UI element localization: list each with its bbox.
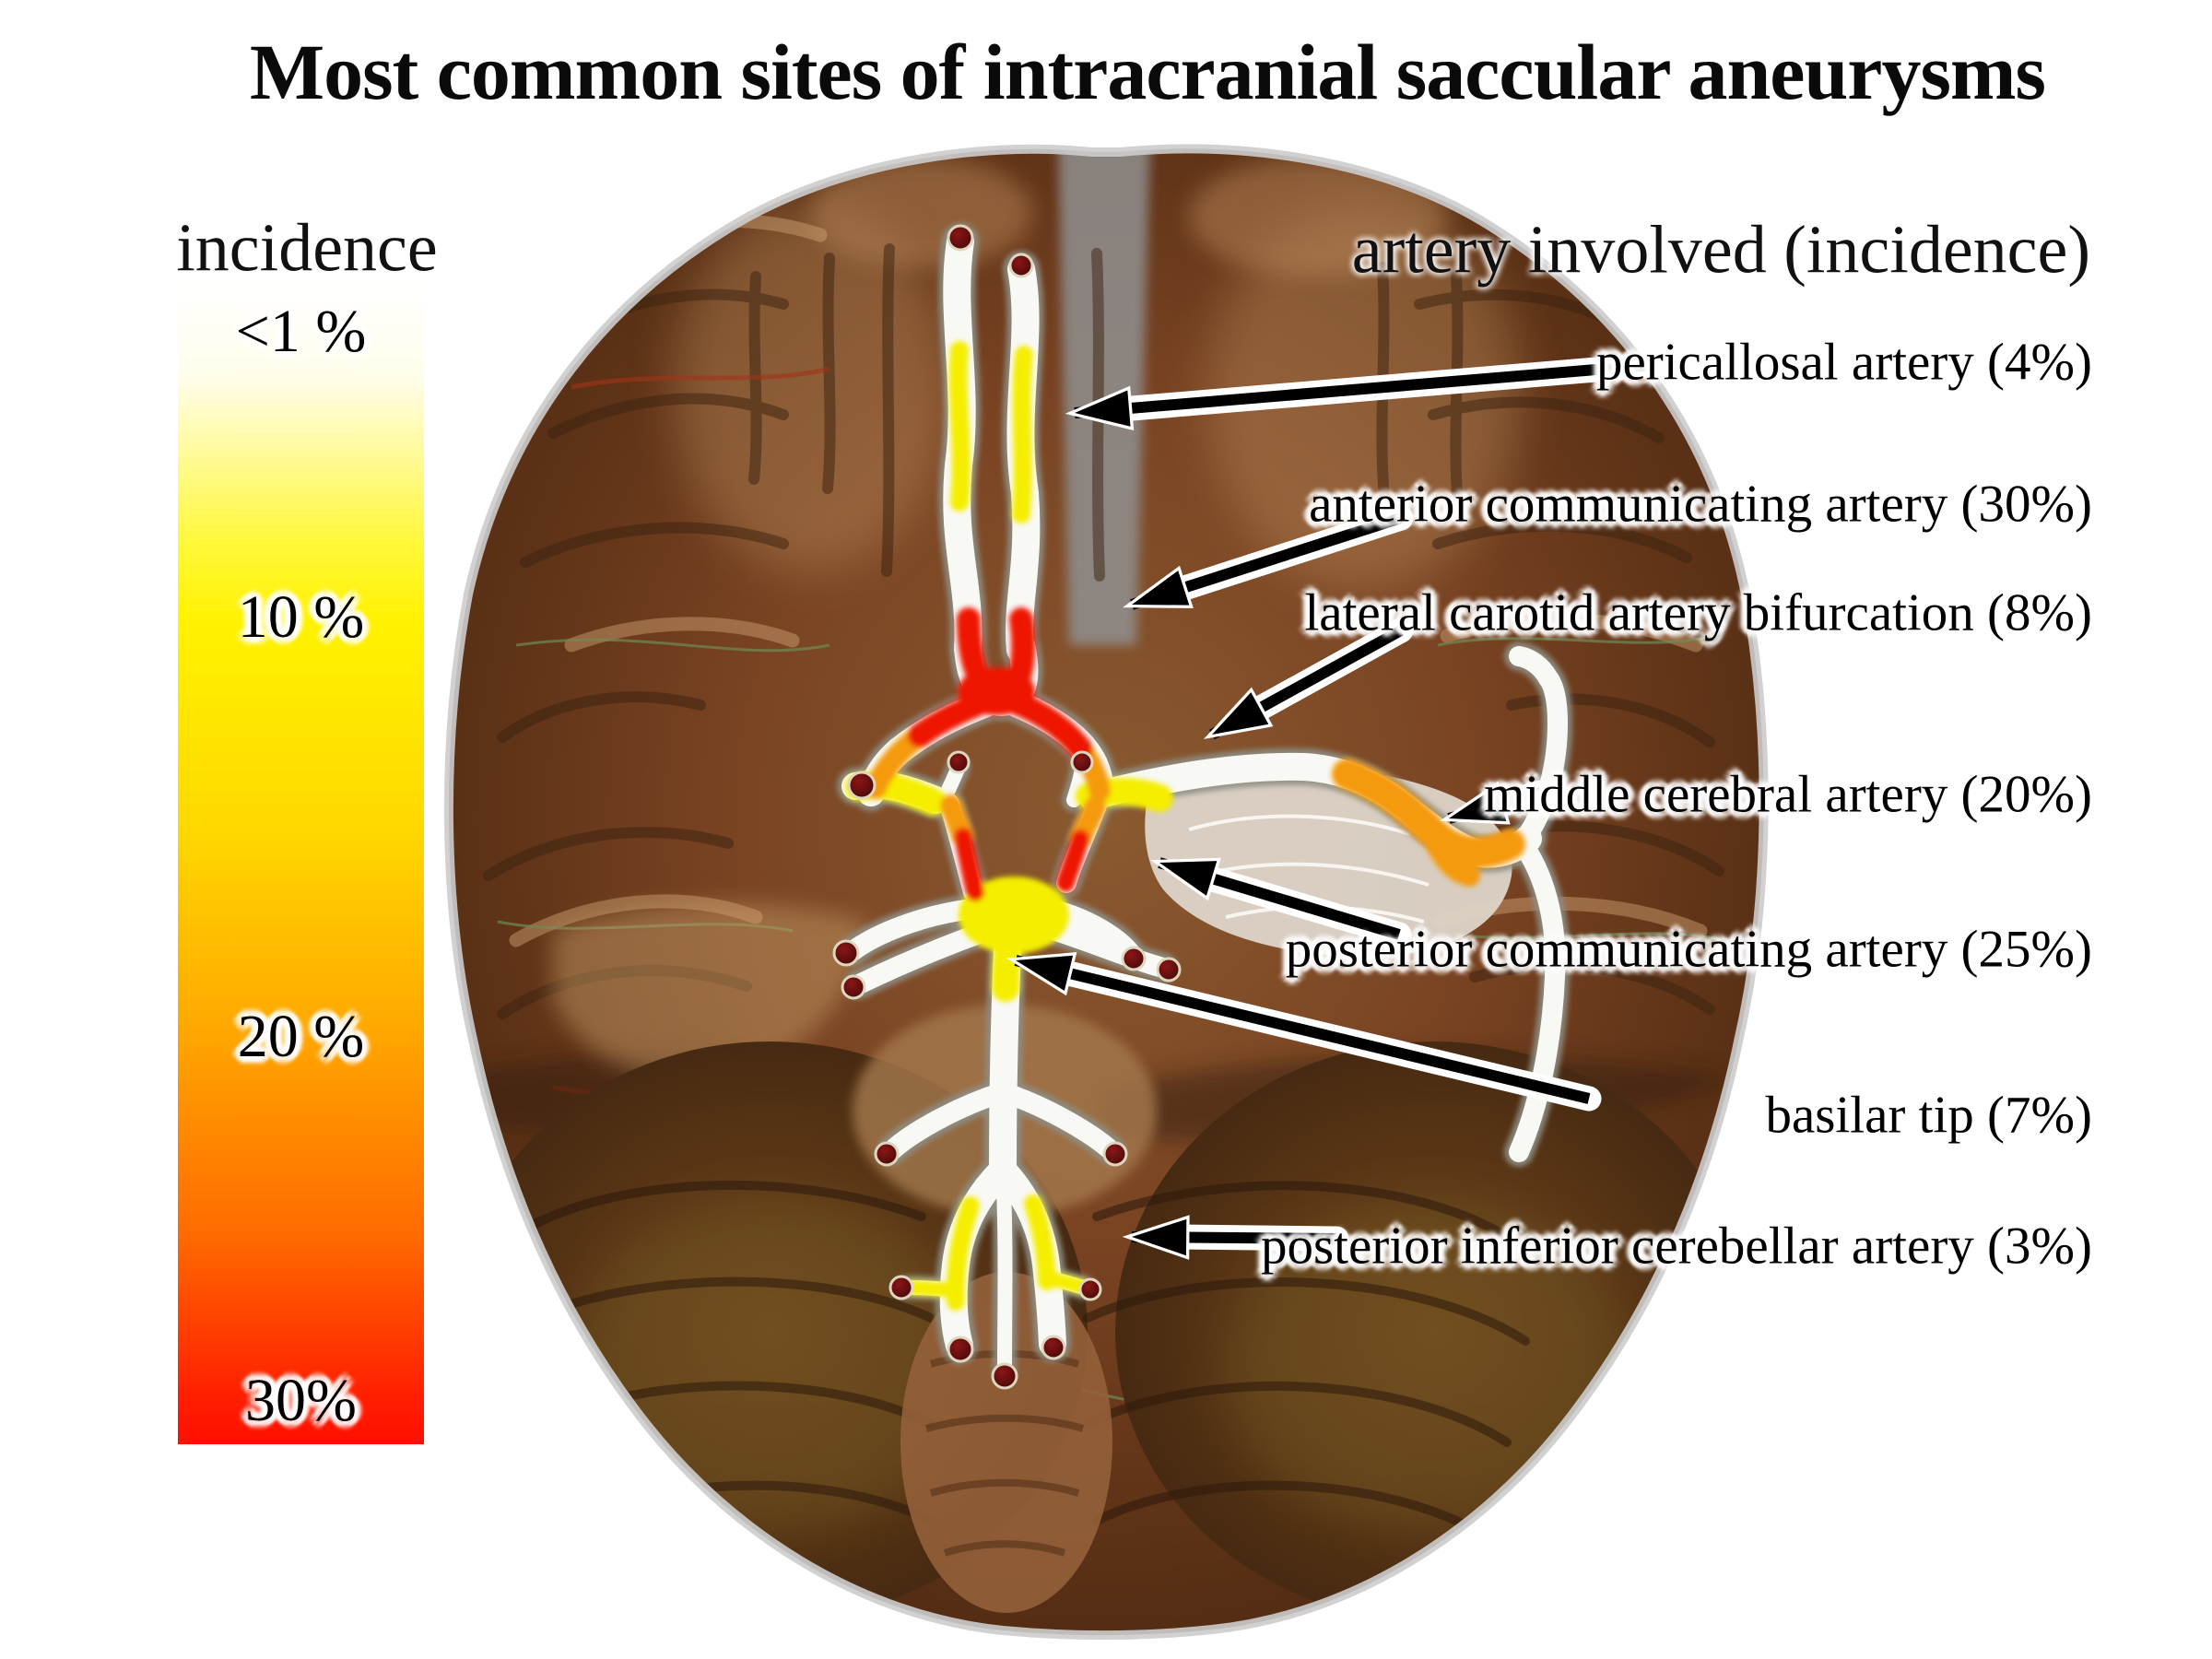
scale-tick-10: 10 % (237, 583, 365, 651)
posterior-communicating-site (954, 828, 1089, 901)
arrow-pericallosal (1065, 352, 1665, 431)
artery-label-anterior-communicating: anterior communicating artery (30%) (1309, 475, 2092, 534)
artery-label-pericallosal: pericallosal artery (4%) (1595, 333, 2092, 392)
artery-label-lateral-carotid-bifurcation: lateral carotid artery bifurcation (8%) (1304, 583, 2092, 642)
basilar-tip-site (959, 877, 1069, 954)
arrow-posterior-inferior-cerebellar (1122, 1215, 1349, 1260)
scale-tick-20: 20 % (237, 1003, 365, 1070)
artery-label-posterior-communicating: posterior communicating artery (25%) (1285, 920, 2092, 979)
arrow-basilar-tip (1006, 952, 1602, 1112)
page-title: Most common sites of intracranial saccul… (249, 28, 2046, 116)
artery-column-heading: artery involved (incidence) (1351, 212, 2090, 288)
scale-tick-lt1: <1 % (235, 298, 367, 365)
arrow-posterior-communicating (1150, 857, 1412, 947)
incidence-scale-heading: incidence (176, 210, 438, 287)
brain-rim (443, 144, 1769, 1641)
arrow-middle-cerebral (1439, 780, 1554, 825)
arrow-lateral-carotid-bifurcation (1203, 618, 1414, 740)
arrow-anterior-communicating (1123, 505, 1414, 610)
leader-arrows (1006, 352, 1665, 1260)
vessel-cut-ends (832, 224, 1182, 1390)
artery-label-middle-cerebral: middle cerebral artery (20%) (1484, 765, 2092, 824)
artery-tree (832, 223, 1572, 1390)
incidence-gradient-bar: <1 % 10 % 20 % 30% (178, 286, 424, 1444)
scale-tick-30: 30% (245, 1367, 357, 1434)
artery-label-basilar-tip: basilar tip (7%) (1765, 1086, 2092, 1145)
artery-label-posterior-inferior-cerebellar: posterior inferior cerebellar artery (3%… (1260, 1217, 2092, 1276)
